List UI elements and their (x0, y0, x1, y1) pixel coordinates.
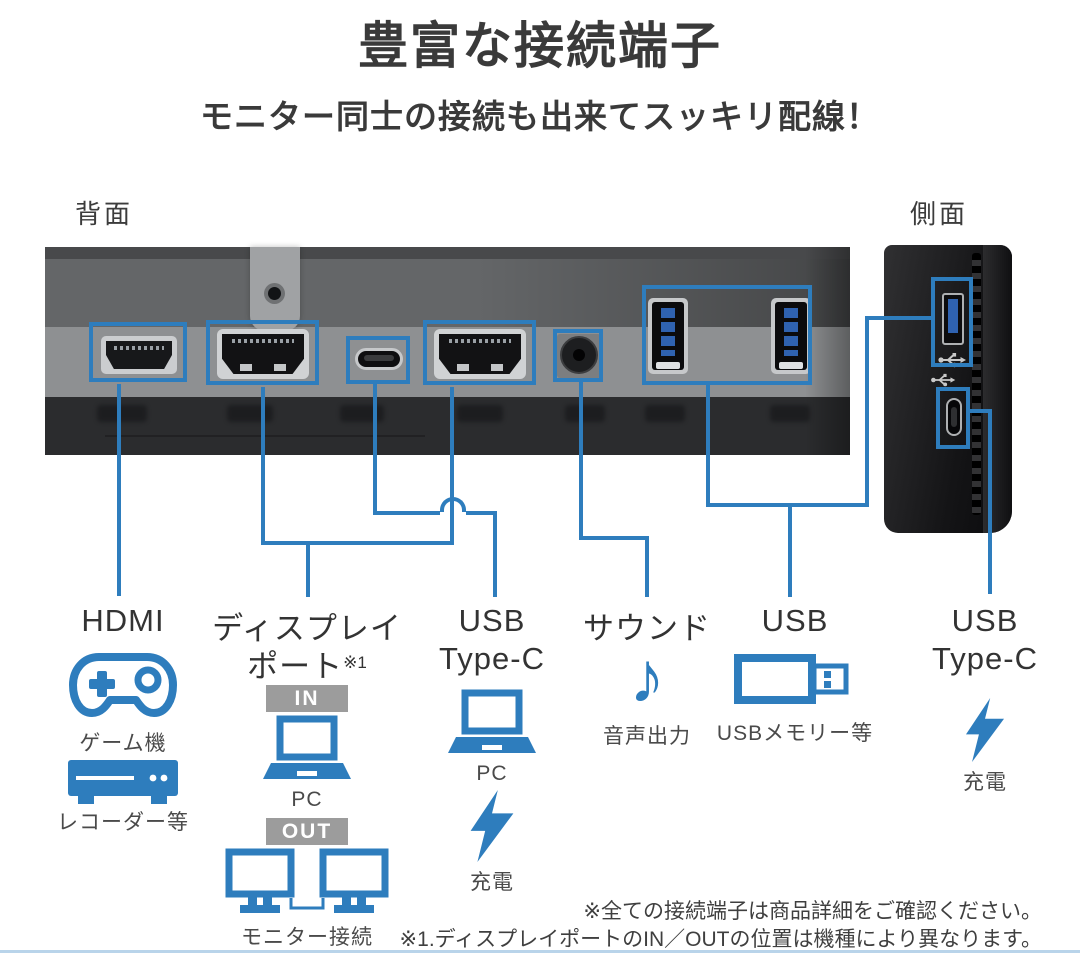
port-label-usbc-side-2: Type-C (932, 641, 1038, 676)
usb-a-back-2-latch (779, 362, 803, 369)
usb-back-highlight-box (642, 285, 812, 385)
back-panel-label: 背面 (75, 199, 134, 229)
usb-c-side-highlight-box (936, 387, 970, 449)
displayport-1-latch (240, 364, 252, 371)
connector-line-sidec-drop (988, 409, 992, 594)
connector-line-side-h (865, 316, 935, 320)
usb-c-back-slot (364, 355, 394, 361)
back-panel-photo (45, 247, 850, 455)
port-label-usb: USB (761, 603, 829, 638)
port-label-usbc-side-1: USB (951, 603, 1019, 638)
usb-a-back-1-contacts (661, 308, 675, 356)
side-panel-edge (983, 245, 1012, 533)
connector-line-dp-h (261, 541, 454, 545)
connector-line-usb-h (706, 503, 869, 507)
hdmi-port-inner (106, 341, 172, 369)
connector-line-dp1 (261, 387, 265, 545)
caption-audio-out: 音声出力 (603, 725, 691, 748)
cable-hole (268, 287, 281, 300)
displayport-2-pins (449, 339, 511, 343)
port-print (770, 405, 810, 422)
hdmi-highlight-box (89, 322, 187, 382)
connector-line-sound-h (579, 536, 649, 540)
photo-right-shade (805, 247, 850, 455)
caption-monitor-link: モニター接続 (241, 926, 373, 949)
caption-recorder: レコーダー等 (57, 811, 189, 834)
displayport-word: ポート (247, 649, 344, 684)
page-subtitle: モニター同士の接続も出来てスッキリ配線！ (200, 98, 880, 135)
flashdrive-icon (734, 654, 849, 704)
connector-line-dp2 (450, 387, 454, 545)
recorder-icon (68, 760, 178, 804)
usb-a-back-1-latch (656, 362, 680, 369)
connector-line-sound-v (579, 382, 583, 540)
displayport-1-highlight-box (206, 320, 319, 385)
bolt-icon (965, 698, 1005, 762)
music-note-icon: ♪ (629, 638, 665, 718)
bottom-divider (0, 950, 1080, 953)
caption-pc: PC (476, 762, 508, 785)
displayport-2-latch (457, 364, 469, 371)
usb-a-back-2-contacts (784, 308, 798, 356)
port-print (645, 405, 685, 422)
caption-usb-memory: USBメモリー等 (716, 722, 874, 745)
port-print (340, 405, 384, 422)
port-print (97, 405, 147, 422)
caption-game-console: ゲーム機 (79, 732, 167, 755)
bolt-icon (470, 790, 514, 862)
bottom-seam (105, 435, 425, 437)
usb-c-back-highlight-box (346, 336, 410, 384)
page-title: 豊富な接続端子 (358, 18, 722, 74)
port-label-sound: サウンド (583, 611, 711, 646)
displayport-1-pins (232, 339, 294, 343)
port-label-usbc-back-1: USB (458, 603, 526, 638)
usb-a-side-tongue (948, 299, 958, 333)
connector-line-sound-drop (645, 536, 649, 597)
audio-jack-hole (573, 349, 585, 361)
port-print (457, 405, 503, 422)
connector-line-usbc-drop (493, 511, 497, 597)
laptop-icon (448, 689, 536, 753)
displayport-1-latch (274, 364, 286, 371)
hdmi-pins (114, 346, 164, 350)
out-badge: OUT (266, 818, 348, 845)
connector-line-usbc-v (373, 383, 377, 515)
footnote-ref: ※1 (343, 653, 367, 672)
displayport-2-highlight-box (423, 320, 536, 385)
port-print (227, 405, 273, 422)
usb-c-side-slot (951, 407, 957, 427)
port-print (565, 405, 605, 422)
usb-symbol-icon (931, 373, 956, 387)
connector-line-usb-drop (788, 503, 792, 597)
port-label-displayport-1: ディスプレイ (212, 611, 402, 646)
displayport-2-latch (491, 364, 503, 371)
connector-line-side-v (865, 316, 869, 507)
connector-line-bridge-arc (440, 497, 466, 512)
footnote-1: ※全ての接続端子は商品詳細をご確認ください。 (583, 900, 1042, 923)
caption-charge: 充電 (963, 771, 1007, 794)
side-panel-label: 側面 (910, 199, 969, 229)
port-label-hdmi: HDMI (81, 603, 165, 638)
connector-line-dp-drop (306, 545, 310, 597)
connector-line-usbc-h1 (373, 511, 440, 515)
caption-charge: 充電 (470, 871, 514, 894)
monitor-top-edge (45, 247, 850, 259)
monitors-icon (225, 848, 389, 913)
monitor-bottom (45, 397, 850, 455)
gamepad-icon (69, 653, 177, 717)
usb-a-side-highlight-box (931, 277, 973, 367)
side-panel-vents (972, 253, 981, 515)
in-badge: IN (266, 685, 348, 712)
port-label-usbc-back-2: Type-C (439, 641, 545, 676)
audio-highlight-box (553, 329, 603, 382)
laptop-icon (263, 715, 351, 779)
connector-line-usbc-h2 (466, 511, 497, 515)
monitor-shell (45, 259, 850, 327)
caption-pc: PC (291, 788, 323, 811)
port-label-displayport-2: ポート※1 (247, 641, 367, 686)
footnote-2: ※1.ディスプレイポートのIN／OUTの位置は機種により異なります。 (399, 928, 1042, 951)
connector-line-sidec-h (968, 409, 992, 413)
connector-line-usb-v (706, 384, 710, 507)
connector-line-hdmi (117, 384, 121, 596)
